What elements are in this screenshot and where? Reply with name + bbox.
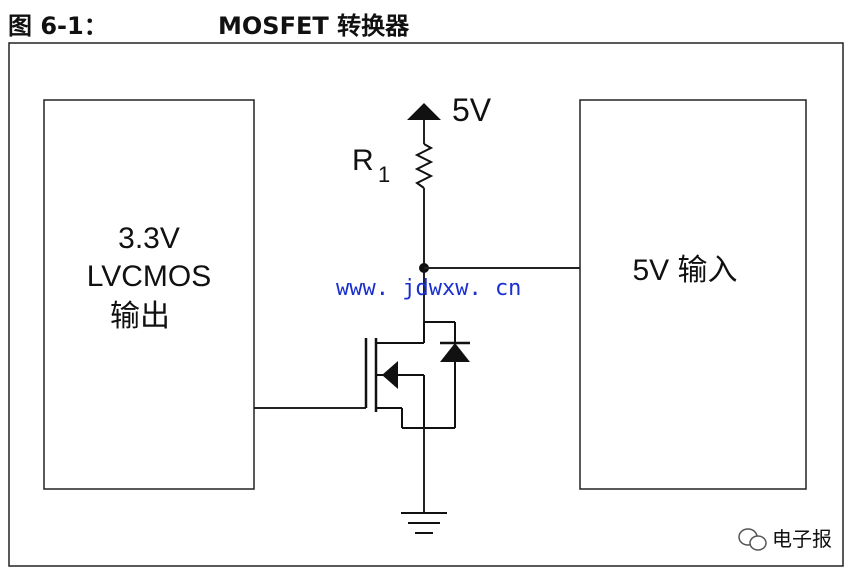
supply-label: 5V xyxy=(452,92,492,128)
resistor-r1-icon xyxy=(414,143,434,189)
badge-text: 电子报 xyxy=(772,528,832,551)
five-volt-input-block xyxy=(579,99,807,490)
resistor-subscript: 1 xyxy=(378,162,390,187)
lvcmos-output-block xyxy=(43,99,255,490)
ground-icon xyxy=(401,512,447,534)
body-diode-icon xyxy=(424,321,470,429)
lvcmos-line-2: LVCMOS xyxy=(87,260,211,293)
watermark-text: www. jdwxw. cn xyxy=(336,276,521,301)
supply-arrow-icon xyxy=(407,103,441,120)
wechat-icon xyxy=(738,528,767,551)
five-volt-input-label: 5V 输入 xyxy=(632,254,737,287)
figure-title: MOSFET 转换器 xyxy=(218,12,410,40)
mosfet-icon xyxy=(376,322,425,429)
lvcmos-line-3: 输出 xyxy=(110,300,170,333)
figure-number: 图 6-1： xyxy=(8,12,108,40)
resistor-name: R xyxy=(352,144,374,177)
lvcmos-line-1: 3.3V xyxy=(118,222,180,255)
figure-frame xyxy=(8,42,844,567)
